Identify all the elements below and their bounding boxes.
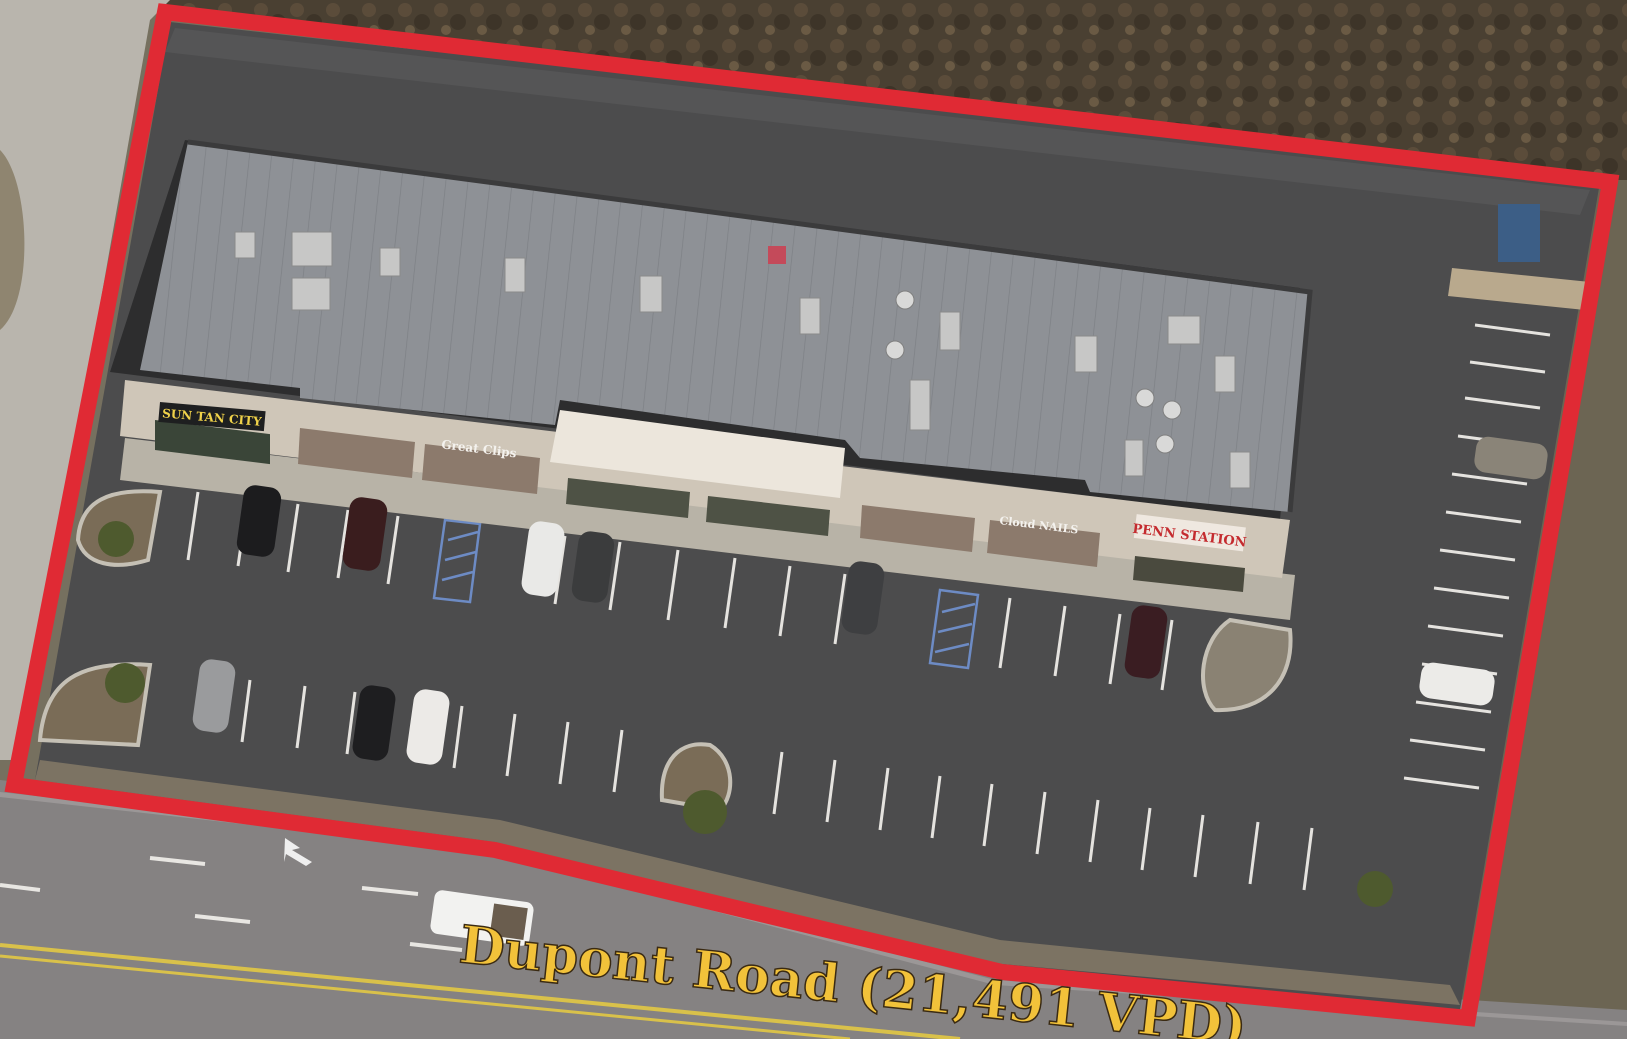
parked-cars: [192, 436, 1548, 765]
storefronts: [155, 420, 1245, 592]
parking-stripes: [186, 323, 1551, 891]
retail-building: [110, 139, 1313, 620]
accessible-parking-hatch: [432, 518, 980, 670]
road-vehicle: [430, 890, 534, 946]
property-boundary: [4, 3, 1620, 1027]
dumpster-enclosure: [1448, 204, 1590, 310]
